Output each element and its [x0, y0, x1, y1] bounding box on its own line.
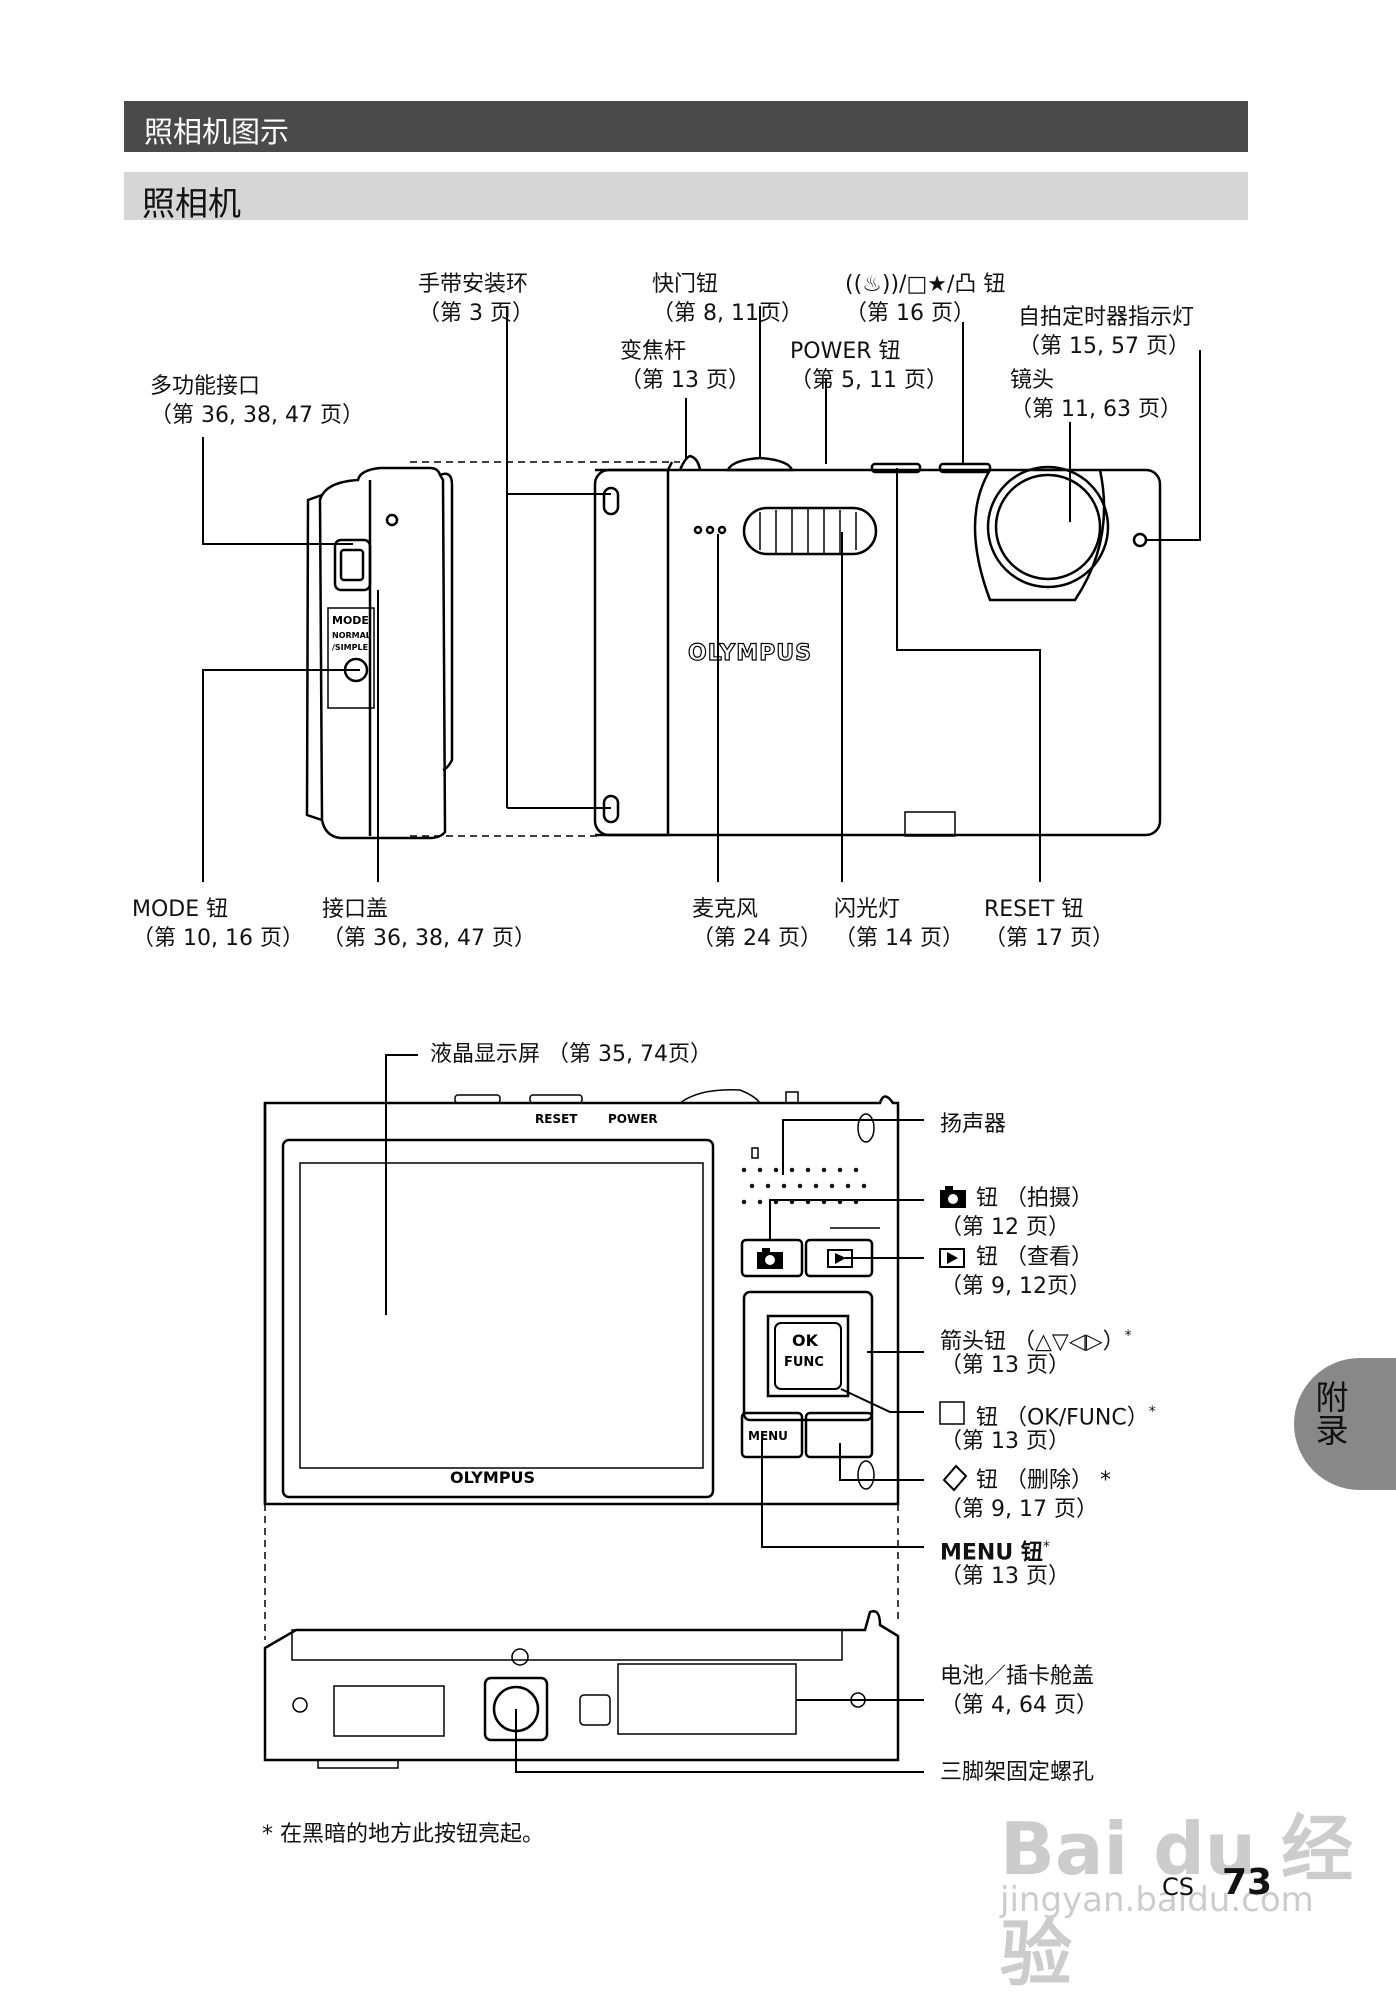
subsection-title: 照相机: [142, 184, 241, 223]
subsection-header: 照相机: [124, 172, 1248, 223]
menu-text: MENU: [748, 1429, 788, 1443]
label-tripod: 三脚架固定螺孔: [940, 1760, 1095, 1785]
label-reset: RESET 钮（第 17 页）: [984, 897, 1114, 951]
section-header: 照相机图示: [124, 101, 1248, 152]
label-lens: 镜头（第 11, 63 页）: [1010, 368, 1182, 422]
label-menu-page: （第 13 页）: [940, 1564, 1070, 1589]
label-view-page: （第 9, 12页）: [940, 1274, 1091, 1299]
side-tab: [1294, 1358, 1396, 1490]
back-reset: RESET: [535, 1112, 578, 1126]
label-zoom: 变焦杆（第 13 页）: [620, 339, 750, 393]
camera-icon: [757, 1248, 783, 1269]
label-erase: 钮 （删除） *: [976, 1468, 1111, 1493]
play-icon: [939, 1248, 965, 1268]
page-number: 73: [1222, 1862, 1273, 1903]
watermark-url: jingyan.baidu.com: [1000, 1880, 1314, 1920]
label-okfunc-page: （第 13 页）: [940, 1429, 1070, 1454]
play-icon: [827, 1249, 853, 1268]
ok-func-icon: [939, 1401, 965, 1425]
label-arrow-page: （第 13 页）: [940, 1353, 1070, 1378]
ok-text: OK: [792, 1331, 819, 1350]
section-title: 照相机图示: [144, 115, 290, 149]
brand-front: OLYMPUS: [688, 641, 812, 666]
side-tab-label: 附录: [1310, 1380, 1349, 1446]
page-code: CS: [1162, 1873, 1194, 1901]
mode-normal: NORMAL: [332, 631, 371, 640]
label-self-timer: 自拍定时器指示灯（第 15, 57 页）: [1018, 305, 1195, 359]
brand-back: OLYMPUS: [450, 1468, 535, 1487]
erase-icon: [942, 1464, 968, 1492]
label-lcd: 液晶显示屏 （第 35, 74页）: [430, 1042, 712, 1067]
label-okfunc: 钮 （OK/FUNC）*: [976, 1404, 1156, 1431]
label-connector-cover: 接口盖（第 36, 38, 47 页）: [322, 897, 536, 951]
footnote: * 在黑暗的地方此按钮亮起。: [262, 1822, 544, 1847]
label-flash: 闪光灯（第 14 页）: [834, 897, 964, 951]
label-microphone: 麦克风（第 24 页）: [692, 897, 822, 951]
label-speaker: 扬声器: [940, 1112, 1007, 1137]
watermark: Bai du 经验: [1000, 1807, 1354, 1996]
back-power: POWER: [608, 1112, 658, 1126]
label-shoot-page: （第 12 页）: [940, 1215, 1070, 1240]
mode-simple: /SIMPLE: [332, 643, 368, 652]
label-multi-connector: 多功能接口（第 36, 38, 47 页）: [150, 374, 364, 428]
label-power: POWER 钮（第 5, 11 页）: [790, 339, 948, 393]
mode-label: MODE: [332, 614, 369, 627]
label-erase-page: （第 9, 17 页）: [940, 1497, 1098, 1522]
label-menu: MENU 钮*: [940, 1539, 1050, 1566]
label-shoot-button: 钮 （拍摄）: [976, 1186, 1093, 1211]
label-strap: 手带安装环（第 3 页）: [418, 272, 534, 326]
label-stabilizer: ((♨))/□★/凸 钮（第 16 页）: [845, 272, 1006, 326]
label-arrow-buttons: 箭头钮 （△▽◁▷）*: [940, 1328, 1132, 1355]
label-battery-cover: 电池／插卡舱盖（第 4, 64 页）: [940, 1664, 1098, 1718]
label-shutter: 快门钮（第 8, 11页）: [652, 272, 803, 326]
func-text: FUNC: [784, 1355, 824, 1370]
camera-icon: [940, 1186, 966, 1208]
label-mode-button: MODE 钮（第 10, 16 页）: [132, 897, 304, 951]
label-view-button: 钮 （查看）: [976, 1245, 1093, 1270]
